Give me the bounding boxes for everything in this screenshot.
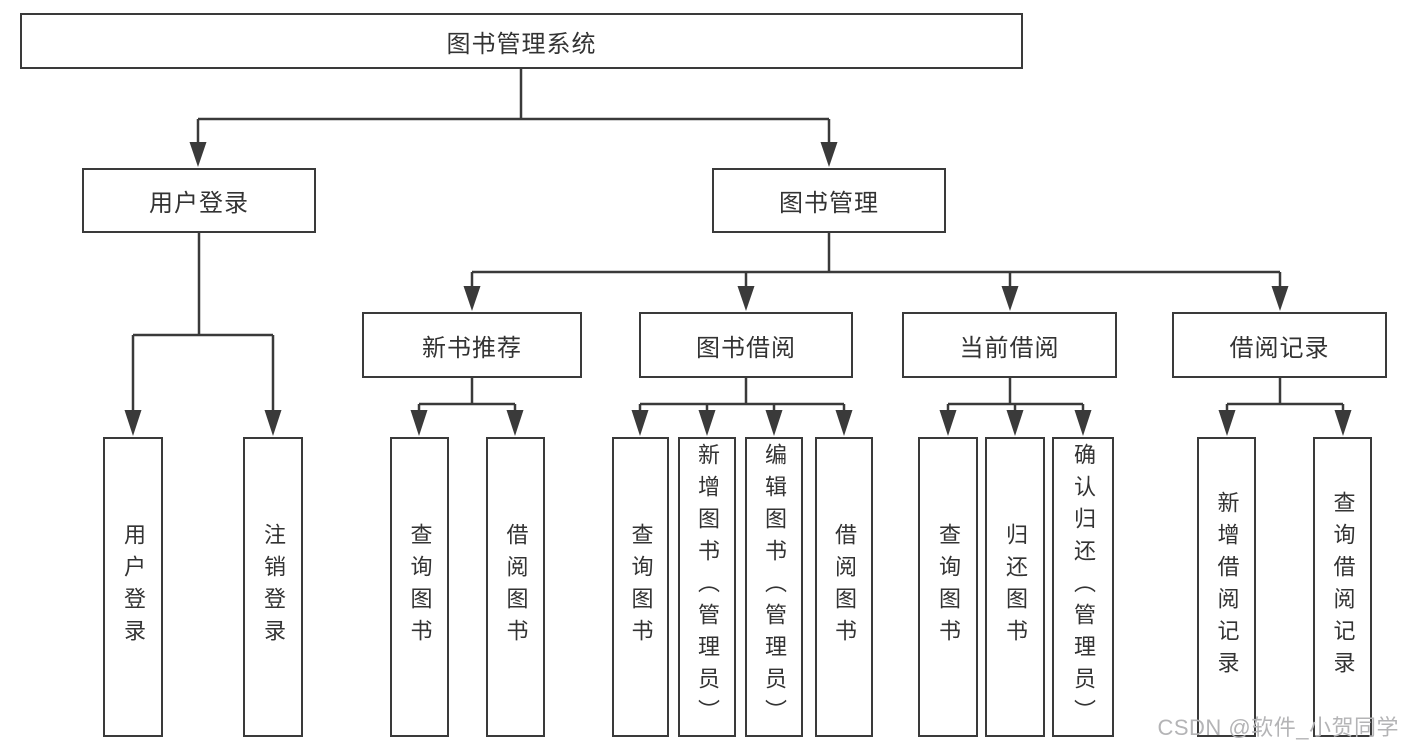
arrow-down-icon <box>264 410 282 436</box>
watermark: CSDN @软件_小贺同学 <box>1157 715 1399 740</box>
node-new-book-recommendation: 新书推荐 <box>362 312 582 378</box>
node-label: 归还图书 <box>1003 523 1028 651</box>
node-label: 确认归还（管理员） <box>1071 443 1096 731</box>
arrow-down-icon <box>410 410 428 436</box>
node-cb-confirm-return-admin: 确认归还（管理员） <box>1052 437 1114 737</box>
node-label: 编辑图书（管理员） <box>762 443 787 731</box>
arrow-down-icon <box>939 410 957 436</box>
node-logout-action: 注销登录 <box>243 437 303 737</box>
node-br-query-borrow-record: 查询借阅记录 <box>1313 437 1372 737</box>
arrow-down-icon <box>698 410 716 436</box>
node-user-login-action: 用户登录 <box>103 437 163 737</box>
node-label: 新增借阅记录 <box>1214 491 1240 683</box>
arrow-down-icon <box>1074 410 1092 436</box>
node-label: 新书推荐 <box>422 334 522 362</box>
arrow-down-icon <box>835 410 853 436</box>
node-nbr-query-book: 查询图书 <box>390 437 449 737</box>
node-label: 借阅图书 <box>503 523 529 651</box>
node-bb-query-book: 查询图书 <box>612 437 669 737</box>
node-label: 查询借阅记录 <box>1330 491 1356 683</box>
arrow-down-icon <box>1271 286 1289 311</box>
arrow-down-icon <box>1218 410 1236 436</box>
node-book-management: 图书管理 <box>712 168 946 233</box>
node-root-library-system: 图书管理系统 <box>20 13 1023 69</box>
node-borrowing-records: 借阅记录 <box>1172 312 1387 378</box>
arrow-down-icon <box>737 286 755 311</box>
arrow-down-icon <box>1334 410 1352 436</box>
arrow-down-icon <box>765 410 783 436</box>
node-br-add-borrow-record: 新增借阅记录 <box>1197 437 1256 737</box>
node-label: 新增图书（管理员） <box>695 443 720 731</box>
node-label: 图书管理系统 <box>446 30 597 58</box>
node-label: 图书管理 <box>779 190 879 217</box>
node-current-borrowing: 当前借阅 <box>902 312 1117 378</box>
node-label: 图书借阅 <box>696 334 796 362</box>
node-bb-borrow-book: 借阅图书 <box>815 437 873 737</box>
node-label: 借阅记录 <box>1229 334 1330 362</box>
arrow-down-icon <box>1001 286 1019 311</box>
arrow-down-icon <box>463 286 481 311</box>
node-bb-add-book-admin: 新增图书（管理员） <box>678 437 736 737</box>
arrow-down-icon <box>124 410 142 436</box>
arrow-down-icon <box>631 410 649 436</box>
node-cb-return-book: 归还图书 <box>985 437 1045 737</box>
node-label: 用户登录 <box>121 523 146 651</box>
node-label: 当前借阅 <box>959 334 1060 362</box>
node-label: 查询图书 <box>628 523 654 651</box>
node-label: 借阅图书 <box>832 523 857 651</box>
node-label: 查询图书 <box>936 523 961 651</box>
node-bb-edit-book-admin: 编辑图书（管理员） <box>745 437 803 737</box>
arrow-down-icon <box>506 410 524 436</box>
node-book-borrowing: 图书借阅 <box>639 312 853 378</box>
node-nbr-borrow-book: 借阅图书 <box>486 437 545 737</box>
node-cb-query-book: 查询图书 <box>918 437 978 737</box>
arrow-down-icon <box>189 142 207 167</box>
arrow-down-icon <box>1006 410 1024 436</box>
node-user-login: 用户登录 <box>82 168 316 233</box>
node-label: 查询图书 <box>407 523 433 651</box>
arrow-down-icon <box>820 142 838 167</box>
node-label: 用户登录 <box>149 190 249 217</box>
node-label: 注销登录 <box>261 523 286 651</box>
